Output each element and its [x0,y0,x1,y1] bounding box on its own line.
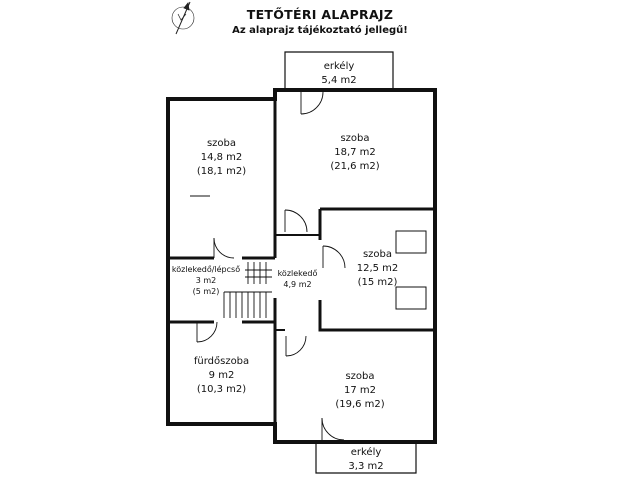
roof-windows [395,230,427,310]
door-swings [190,91,346,441]
plan-subtitle: Az alaprajz tájékoztató jellegű! [232,25,408,36]
room-name: erkély [350,447,382,458]
room-gross-area: (5 m2) [192,287,220,296]
label-room-top-right: szoba 18,7 m2 (21,6 m2) [300,132,410,174]
label-hall: közlekedő 4,9 m2 [275,268,320,290]
label-hall-stairs: közlekedő/lépcső 3 m2 (5 m2) [168,264,244,297]
label-room-bottom: szoba 17 m2 (19,6 m2) [310,370,410,412]
room-area: 3,3 m2 [348,461,384,472]
label-balcony-bottom: erkély 3,3 m2 [316,446,416,474]
room-area: 18,7 m2 [334,147,376,158]
room-area: 3 m2 [195,276,217,285]
room-gross-area: (10,3 m2) [196,384,247,395]
balcony-bottom-outline [315,442,417,474]
room-area: 5,4 m2 [321,75,357,86]
room-gross-area: (15 m2) [357,277,398,288]
room-area: 17 m2 [343,385,376,396]
outer-walls [166,88,437,444]
room-name: szoba [345,371,375,382]
room-name: közlekedő/lépcső [171,265,241,274]
room-name: szoba [206,138,237,149]
room-gross-area: (18,1 m2) [196,166,247,177]
label-bathroom: fürdőszoba 9 m2 (10,3 m2) [168,355,275,397]
room-area: 12,5 m2 [356,263,399,274]
room-area: 14,8 m2 [200,152,243,163]
inner-walls [168,99,435,424]
room-name: szoba [362,249,393,260]
plan-title: TETŐTÉRI ALAPRAJZ [246,7,394,22]
room-gross-area: (19,6 m2) [335,399,385,410]
label-room-middle: szoba 12,5 m2 (15 m2) [330,248,425,290]
north-arrow-icon [171,1,195,35]
room-name: fürdőszoba [193,356,250,367]
staircase [223,262,272,318]
label-room-left: szoba 14,8 m2 (18,1 m2) [168,137,275,179]
room-area: 4,9 m2 [283,280,312,289]
label-balcony-top: erkély 5,4 m2 [284,60,394,88]
balcony-top-outline [284,51,394,90]
room-name: szoba [340,133,370,144]
room-area: 9 m2 [208,370,235,381]
room-gross-area: (21,6 m2) [330,161,380,172]
room-name: közlekedő [277,269,318,278]
room-name: erkély [323,61,355,72]
